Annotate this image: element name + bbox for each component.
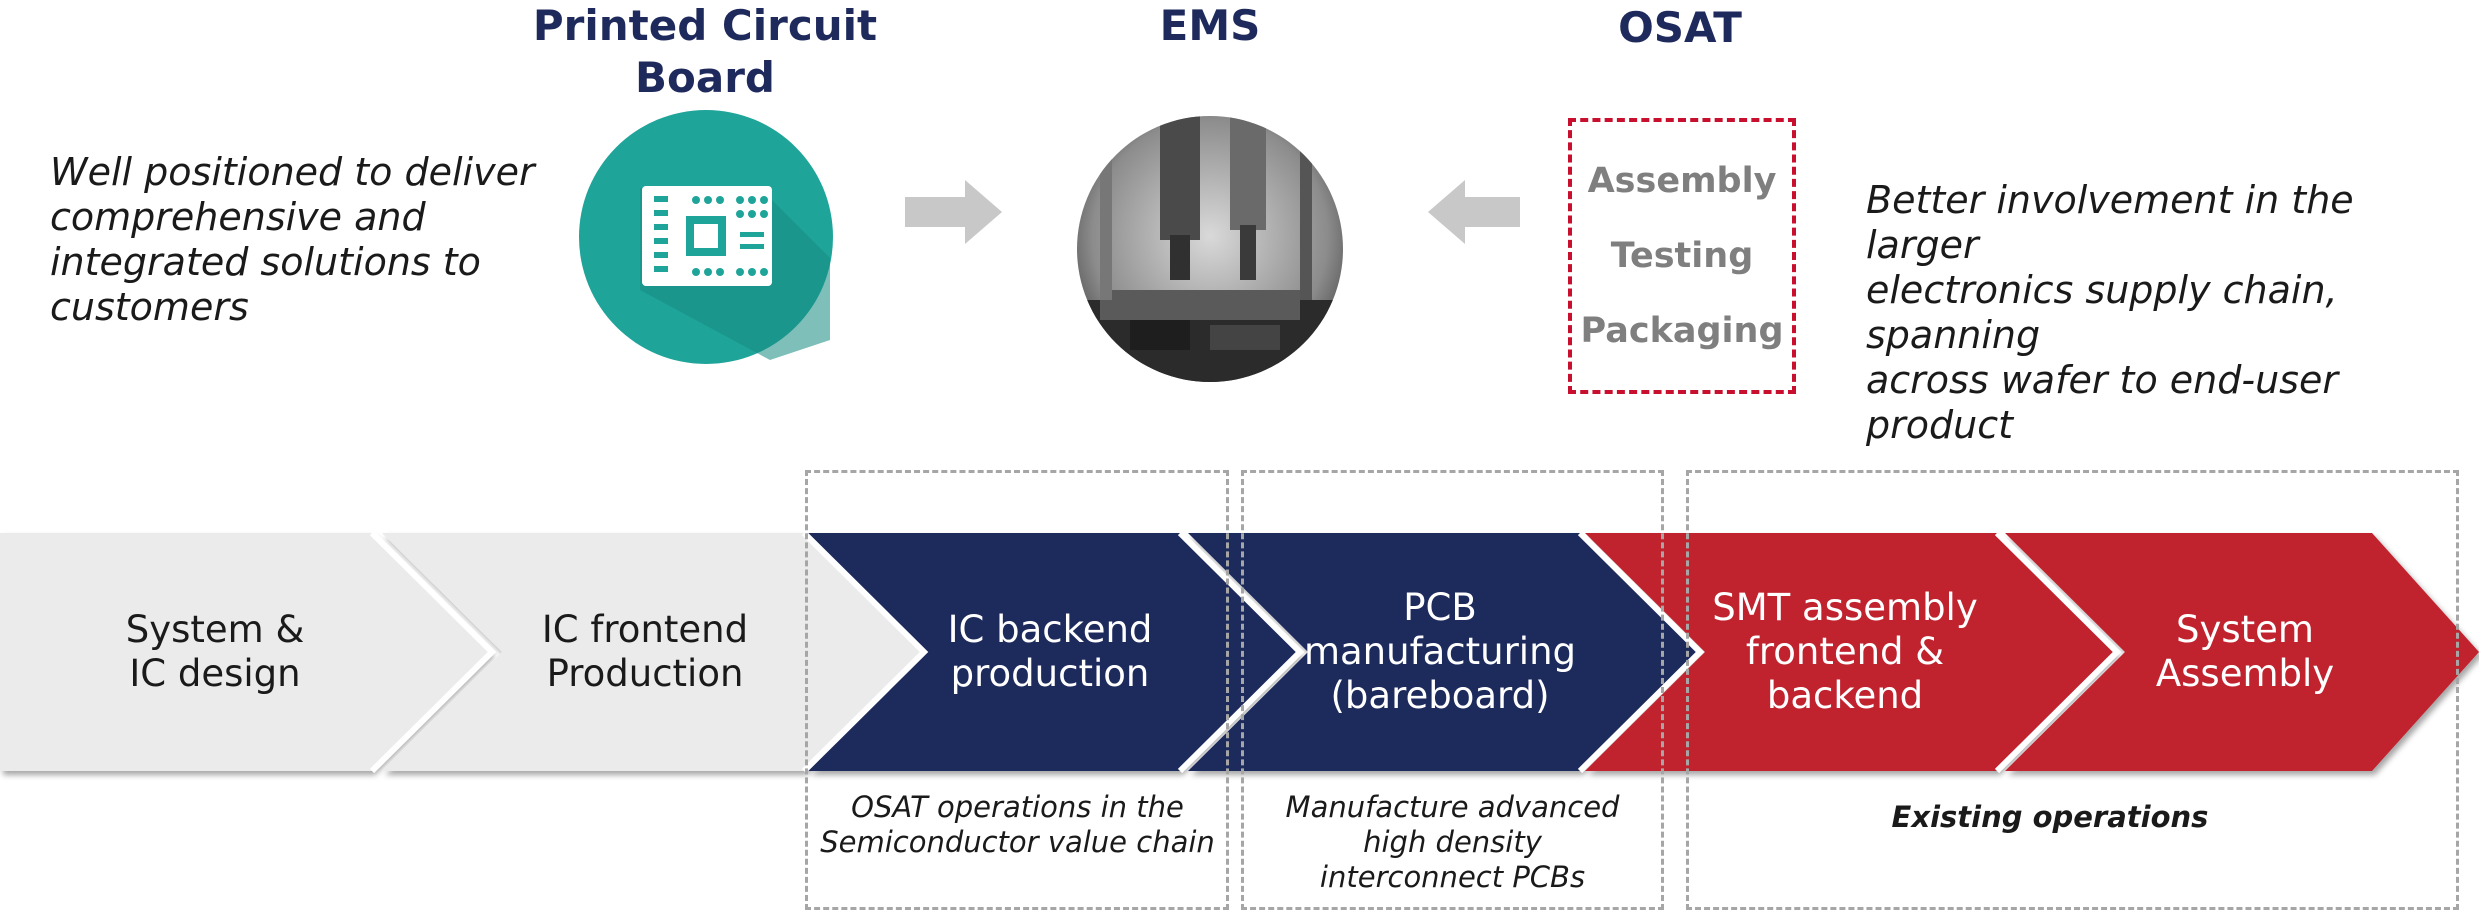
osat-title: OSAT <box>1618 3 1742 52</box>
pcb-title: Printed Circuit Board <box>532 1 878 102</box>
osat-services-box: Assembly Testing Packaging <box>1568 118 1796 394</box>
ems-title: EMS <box>1159 1 1261 50</box>
osat-item-testing: Testing <box>1610 235 1754 276</box>
group-box-existing <box>1686 470 2459 910</box>
osat-item-assembly: Assembly <box>1587 161 1777 202</box>
group-box-pcb <box>1241 470 1664 910</box>
group-box-osat <box>805 470 1229 910</box>
caption-advanced-pcb: Manufacture advanced high density interc… <box>1285 790 1620 894</box>
chain-label-ic-backend: IC backend production <box>947 608 1153 695</box>
chain-label-ic-frontend: IC frontend Production <box>541 608 749 695</box>
chain-label-system-assembly: System Assembly <box>2155 608 2335 695</box>
osat-item-packaging: Packaging <box>1580 310 1784 351</box>
right-description: Better involvement in the larger electro… <box>1866 178 2354 447</box>
left-description: Well positioned to deliver comprehensive… <box>50 150 535 329</box>
chain-label-system-ic-design: System & IC design <box>125 608 305 695</box>
caption-osat-operations: OSAT operations in the Semiconductor val… <box>820 790 1215 859</box>
chain-label-pcb-manufacturing: PCB manufacturing (bareboard) <box>1303 586 1577 717</box>
caption-existing-operations: Existing operations <box>1891 800 2209 834</box>
chain-label-smt-assembly: SMT assembly frontend & backend <box>1712 586 1978 717</box>
